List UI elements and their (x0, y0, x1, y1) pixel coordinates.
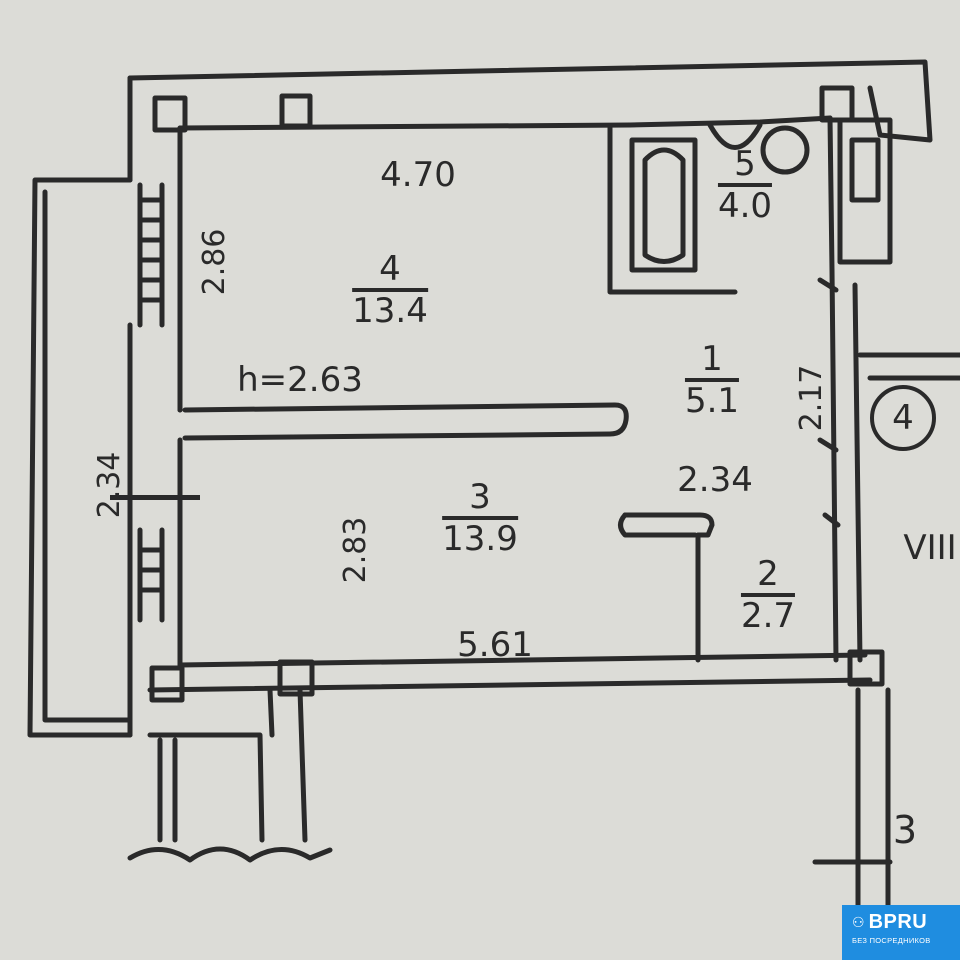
bpru-logo: ⚇ BPRU БЕЗ ПОСРЕДНИКОВ (842, 905, 960, 960)
wall (177, 115, 833, 131)
wall (827, 115, 835, 273)
wall (147, 677, 873, 693)
room-1-number: 1 (684, 342, 740, 382)
room-5-number: 5 (717, 147, 773, 187)
logo-tagline: БЕЗ ПОСРЕДНИКОВ (852, 936, 931, 945)
partition (622, 512, 715, 663)
room-5-label: 5 4.0 (717, 147, 773, 226)
dim-room3-width: 5.61 (457, 625, 533, 665)
wall-hatch (157, 737, 178, 843)
window (137, 197, 165, 303)
dim-room4-depth: 2.86 (197, 228, 232, 296)
room-3-label: 3 13.9 (442, 480, 518, 556)
duct (849, 137, 881, 203)
room-3-number: 3 (442, 480, 518, 520)
room-4-area: 13.4 (352, 291, 428, 331)
column (149, 665, 185, 703)
room-4-number: 4 (352, 252, 428, 292)
toilet (760, 125, 810, 175)
wall (127, 322, 183, 738)
wall (857, 352, 960, 381)
stair-label: 3 (892, 808, 918, 852)
people-icon: ⚇ (852, 914, 865, 931)
duct (837, 117, 893, 265)
section-label: VIII (903, 528, 957, 568)
room-1-label: 1 5.1 (684, 342, 740, 421)
wall (267, 687, 308, 843)
partition (182, 402, 629, 441)
room-1-area: 5.1 (684, 381, 740, 421)
dim-room4-width: 4.70 (380, 155, 456, 195)
column (152, 95, 188, 133)
bathtub (642, 147, 686, 264)
balcony (42, 189, 133, 723)
apartment-number-circle: 4 (870, 385, 936, 451)
apartment-number: 4 (892, 398, 914, 438)
dim-hall-depth: 2.17 (794, 364, 829, 432)
room-2-label: 2 2.7 (740, 557, 796, 636)
wall (817, 277, 841, 528)
window (137, 547, 165, 593)
wall (852, 282, 863, 663)
room-2-area: 2.7 (740, 596, 796, 636)
dim-room3-depth: 2.83 (338, 516, 373, 584)
balcony (27, 177, 133, 738)
column (277, 659, 315, 697)
room-5-area: 4.0 (717, 186, 773, 226)
wall (147, 732, 265, 843)
window (137, 527, 165, 623)
bathroom-wall (607, 125, 738, 295)
column (279, 93, 313, 129)
dim-tick (110, 495, 200, 500)
dim-balcony-width: 2.34 (92, 451, 127, 519)
room-4-label: 4 13.4 (352, 252, 428, 328)
partition (618, 512, 698, 538)
column (819, 85, 855, 123)
bathtub (629, 137, 698, 273)
wall (829, 267, 839, 663)
window (137, 182, 165, 328)
room-3-area: 13.9 (442, 519, 518, 559)
wall-hatch (127, 846, 333, 863)
room-2-number: 2 (740, 557, 796, 597)
dim-ceiling-height: h=2.63 (237, 360, 363, 400)
sink (707, 122, 763, 150)
logo-brand: BPRU (868, 911, 928, 933)
dim-hall-width: 2.34 (677, 460, 753, 500)
column (847, 649, 885, 687)
